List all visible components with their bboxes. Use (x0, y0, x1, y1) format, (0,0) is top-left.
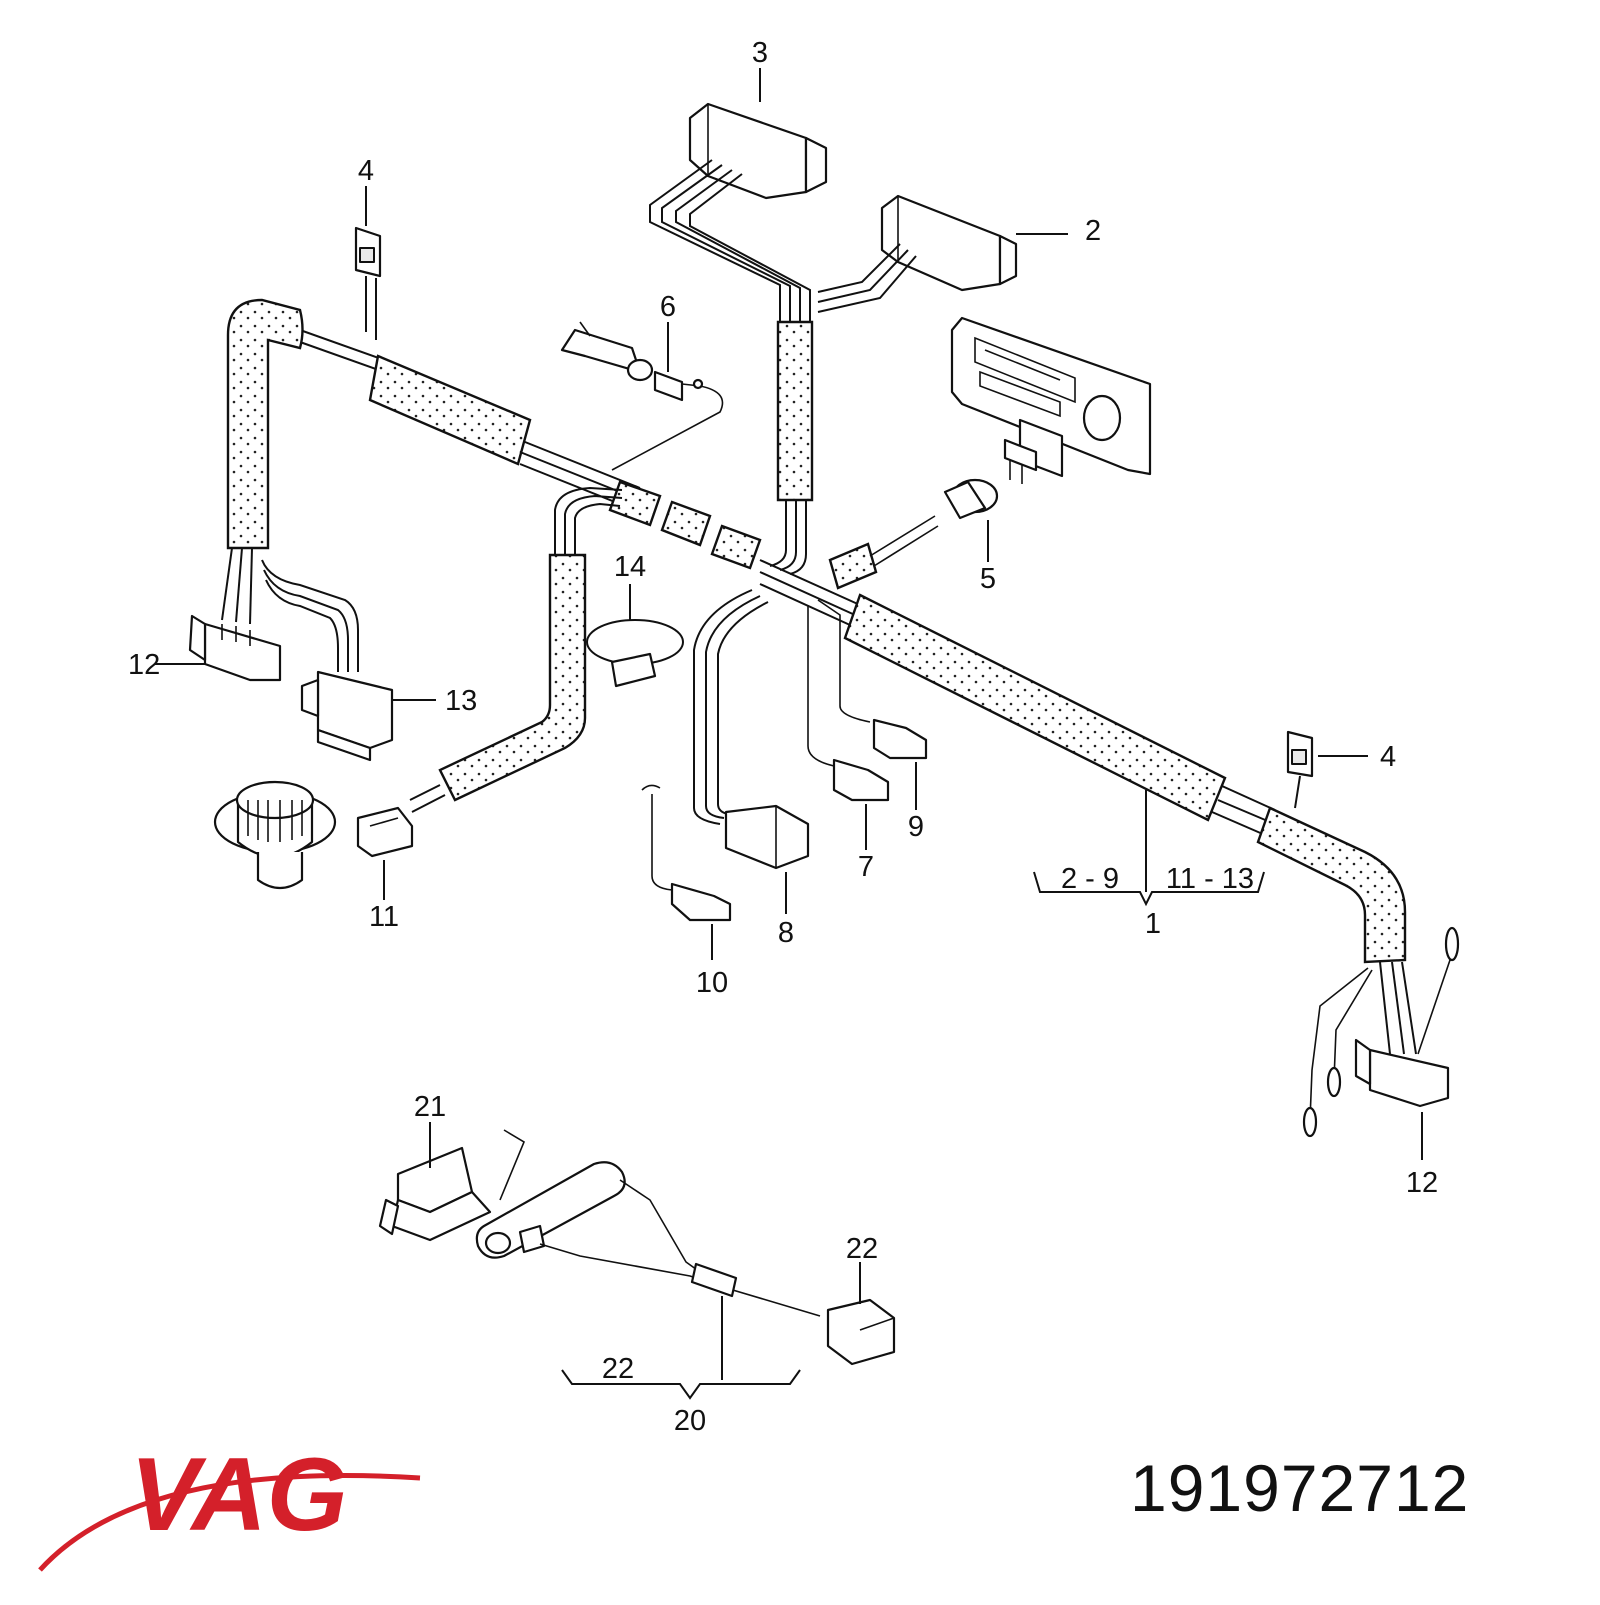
callout-6: 6 (660, 291, 676, 323)
callout-7: 7 (858, 851, 874, 883)
callout-range-11-13: 11 - 13 (1166, 863, 1254, 895)
connector-8 (693, 589, 810, 914)
bracket-21 (378, 1122, 526, 1242)
clip-6 (560, 321, 724, 471)
connector-7 (807, 605, 890, 850)
callout-10: 10 (696, 967, 728, 999)
blower-motor (213, 780, 337, 890)
sensor-harness-20 (475, 1161, 896, 1400)
callout-22-bracket: 22 (602, 1353, 634, 1385)
connector-13 (300, 670, 436, 762)
connector-4-top (354, 186, 382, 340)
connector-4-right (1286, 730, 1368, 809)
connector-12-left (155, 614, 282, 682)
callout-12-left: 12 (128, 649, 160, 681)
callout-range-2-9: 2 - 9 (1061, 863, 1119, 895)
connector-12-right (1302, 926, 1460, 1160)
callout-4-right: 4 (1380, 741, 1396, 773)
callouts: 1 2 3 4 4 5 6 7 8 9 10 11 12 12 13 14 20… (128, 37, 1438, 1437)
connector-3 (649, 102, 828, 322)
connector-10 (641, 784, 732, 960)
callout-4-top: 4 (358, 155, 374, 187)
callout-1: 1 (1145, 908, 1161, 940)
callout-9: 9 (908, 811, 924, 843)
callout-13: 13 (445, 685, 477, 717)
callout-20: 20 (674, 1405, 706, 1437)
connector-2 (817, 194, 1068, 313)
callout-11: 11 (369, 901, 399, 933)
callout-3: 3 (752, 37, 768, 69)
main-harness (226, 298, 1407, 964)
connector-11 (356, 806, 414, 900)
socket-5 (943, 478, 999, 562)
control-panel (950, 316, 1152, 484)
callout-14: 14 (614, 551, 646, 583)
cable-tie-14 (586, 584, 684, 688)
part-number: 191972712 (1130, 1451, 1470, 1525)
callout-21: 21 (414, 1091, 446, 1123)
callout-8: 8 (778, 917, 794, 949)
callout-5: 5 (980, 563, 996, 595)
callout-2: 2 (1085, 215, 1101, 247)
callout-22-connector: 22 (846, 1233, 878, 1265)
logo-text: VAG (130, 1437, 348, 1553)
left-wires (221, 547, 359, 672)
logo-swoosh (38, 1472, 421, 1572)
vag-logo: VAG (38, 1437, 421, 1572)
connector-9 (817, 599, 928, 810)
callout-12-right: 12 (1406, 1167, 1438, 1199)
bracket-1 (1033, 871, 1265, 907)
